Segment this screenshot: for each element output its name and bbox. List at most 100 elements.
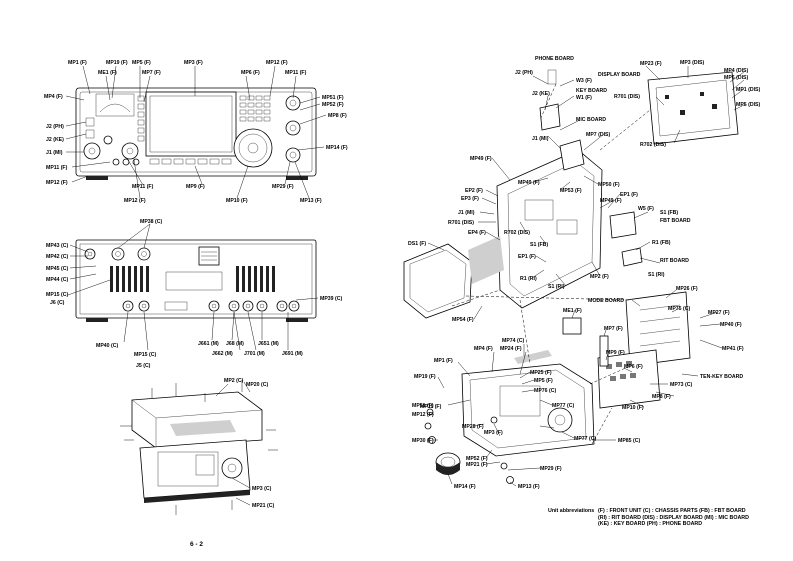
label-j701-m: J701 (M) bbox=[244, 351, 265, 357]
label-mp5-f-x: MP5 (F) bbox=[534, 378, 553, 384]
label-mp9-f-x: MP9 (F) bbox=[606, 350, 625, 356]
label-j1-mi-x: J1 (MI) bbox=[532, 136, 549, 142]
label-mp19-f-x: MP19 (F) bbox=[414, 374, 436, 380]
label-mp52-f-x: MP52 (F) bbox=[466, 456, 488, 462]
label-mp27-f: MP27 (F) bbox=[708, 310, 730, 316]
label-mp4-f: MP4 (F) bbox=[44, 94, 63, 100]
label-mp2-c: MP2 (C) bbox=[224, 378, 244, 384]
label-mp15-c-2: MP15 (C) bbox=[134, 352, 156, 358]
label-r702-dis: R702 (DIS) bbox=[640, 142, 666, 148]
label-s1-ri: S1 (RI) bbox=[548, 284, 565, 290]
label-mp77-c-2: MP77 (C) bbox=[574, 436, 596, 442]
label-mp11-f: MP11 (F) bbox=[285, 70, 307, 76]
label-j1-mi-y: J1 (MI) bbox=[458, 210, 475, 216]
label-j2-ph: J2 (PH) bbox=[46, 124, 64, 130]
label-mp14-f-x: MP14 (F) bbox=[454, 484, 476, 490]
label-ten-key-board: TEN-KEY BOARD bbox=[700, 374, 743, 380]
label-mp54-f: MP54 (F) bbox=[452, 317, 474, 323]
label-me1-f: ME1 (F) bbox=[98, 70, 117, 76]
label-phone-board: PHONE BOARD bbox=[535, 56, 574, 62]
label-mp11-f-x: MP11 (F) bbox=[420, 404, 442, 410]
label-mp8-f-x: MP8 (F) bbox=[652, 394, 671, 400]
rear-panel-labels: MP38 (C) MP43 (C) MP42 (C) MP45 (C) MP44… bbox=[46, 219, 342, 369]
label-mp52-f: MP52 (F) bbox=[322, 102, 344, 108]
label-mp4-f-x: MP4 (F) bbox=[474, 346, 493, 352]
label-mp3-f-x: MP3 (F) bbox=[484, 430, 503, 436]
label-mp7-f-x: MP7 (F) bbox=[604, 326, 623, 332]
label-mp23-f: MP23 (F) bbox=[640, 61, 662, 67]
label-j68-m: J68 (M) bbox=[226, 341, 244, 347]
label-mp14-f: MP14 (F) bbox=[326, 145, 348, 151]
label-mp7-dis: MP7 (DIS) bbox=[586, 132, 610, 138]
front-panel-labels: MP1 (F) MP19 (F) MP5 (F) ME1 (F) MP7 (F)… bbox=[44, 60, 348, 204]
label-j2-ph-x: J2 (PH) bbox=[515, 70, 533, 76]
label-mp51-f-x: MP51 (F) bbox=[412, 403, 434, 409]
legend-heading: Unit abbreviations bbox=[548, 508, 595, 514]
label-ep1-f: EP1 (F) bbox=[620, 192, 638, 198]
cover-labels: MP2 (C) MP20 (C) MP3 (C) MP21 (C) bbox=[224, 378, 274, 509]
label-mp49-f-2: MP49 (F) bbox=[518, 180, 540, 186]
label-mp5-dis: MP5 (DIS) bbox=[736, 102, 760, 108]
label-display-board: DISPLAY BOARD bbox=[598, 72, 641, 78]
label-mp50-f: MP50 (F) bbox=[598, 182, 620, 188]
label-mic-board: MIC BOARD bbox=[576, 117, 606, 123]
label-mp45-c: MP45 (C) bbox=[46, 266, 68, 272]
label-j1-mi: J1 (MI) bbox=[46, 150, 63, 156]
label-ds1-f: DS1 (F) bbox=[408, 241, 426, 247]
label-mp10-f: MP10 (F) bbox=[226, 198, 248, 204]
label-w3-f: W3 (F) bbox=[576, 78, 592, 84]
assembly-lines bbox=[451, 83, 651, 445]
rear-panel-drawing bbox=[75, 239, 317, 322]
front-panel-drawing bbox=[75, 87, 317, 180]
label-r1-fb: R1 (FB) bbox=[652, 240, 671, 246]
label-mp4-dis: MP4 (DIS) bbox=[724, 68, 748, 74]
label-mp40-f: MP40 (F) bbox=[720, 322, 742, 328]
label-mp43-c: MP43 (C) bbox=[46, 243, 68, 249]
label-s1-fb: S1 (FB) bbox=[660, 210, 678, 216]
legend-line-3: (KE) : KEY BOARD (PH) : PHONE BOARD bbox=[598, 521, 703, 528]
legend-line-1: (F) : FRONT UNIT (C) : CHASSIS PARTS (FB… bbox=[598, 508, 746, 514]
label-mp6-dis: MP6 (DIS) bbox=[724, 75, 748, 81]
label-mp21-c: MP21 (C) bbox=[252, 503, 274, 509]
label-w1-f: W1 (F) bbox=[576, 95, 592, 101]
legend-line-2: (RI) : RIT BOARD (DIS) : DISPLAY BOARD (… bbox=[598, 514, 749, 521]
label-mp26-f: MP26 (F) bbox=[676, 286, 698, 292]
label-mp24-f: MP24 (F) bbox=[500, 346, 522, 352]
label-mp51-f: MP51 (F) bbox=[322, 95, 344, 101]
label-ep1-f-2: EP1 (F) bbox=[518, 254, 536, 260]
label-mp30-f: MP30 (F) bbox=[412, 438, 434, 444]
label-fbt-board: FBT BOARD bbox=[660, 218, 691, 224]
label-mp19-f: MP19 (F) bbox=[106, 60, 128, 66]
label-mp39-c: MP39 (C) bbox=[320, 296, 342, 302]
label-mp74-c: MP74 (C) bbox=[502, 338, 524, 344]
label-mp2-f: MP2 (F) bbox=[590, 274, 609, 280]
label-j651-m: J651 (M) bbox=[258, 341, 279, 347]
label-ep4-f: EP4 (F) bbox=[468, 230, 486, 236]
label-mp73-c: MP73 (C) bbox=[670, 382, 692, 388]
label-mp41-f: MP41 (F) bbox=[722, 346, 744, 352]
label-mp12-f-2: MP12 (F) bbox=[46, 180, 68, 186]
label-mp13-f-x: MP13 (F) bbox=[518, 484, 540, 490]
label-mp11-f-3: MP11 (F) bbox=[132, 184, 154, 190]
label-mp15-c: MP15 (C) bbox=[46, 292, 68, 298]
label-j691-m: J691 (M) bbox=[282, 351, 303, 357]
label-mp3-c: MP3 (C) bbox=[252, 486, 272, 492]
label-mp3-dis: MP3 (DIS) bbox=[680, 60, 704, 66]
label-rit-board: RIT BOARD bbox=[660, 258, 689, 264]
label-mp38-c: MP38 (C) bbox=[140, 219, 162, 225]
label-mp76-c: MP76 (C) bbox=[534, 388, 556, 394]
label-s1-fb-2: S1 (FB) bbox=[530, 242, 548, 248]
label-mp1-dis: MP1 (DIS) bbox=[736, 87, 760, 93]
cover-screws bbox=[120, 380, 278, 515]
label-key-board: KEY BOARD bbox=[576, 88, 607, 94]
label-j6-c: J6 (C) bbox=[50, 300, 65, 306]
label-mp49-f-3: MP49 (F) bbox=[600, 198, 622, 204]
label-mp20-c: MP20 (C) bbox=[246, 382, 268, 388]
label-j2-ke: J2 (KE) bbox=[46, 137, 64, 143]
label-mp53-f: MP53 (F) bbox=[560, 188, 582, 194]
label-mp6-f: MP6 (F) bbox=[241, 70, 260, 76]
label-mp13-f: MP13 (F) bbox=[300, 198, 322, 204]
label-mp42-c: MP42 (C) bbox=[46, 254, 68, 260]
label-mp1-f: MP1 (F) bbox=[68, 60, 87, 66]
